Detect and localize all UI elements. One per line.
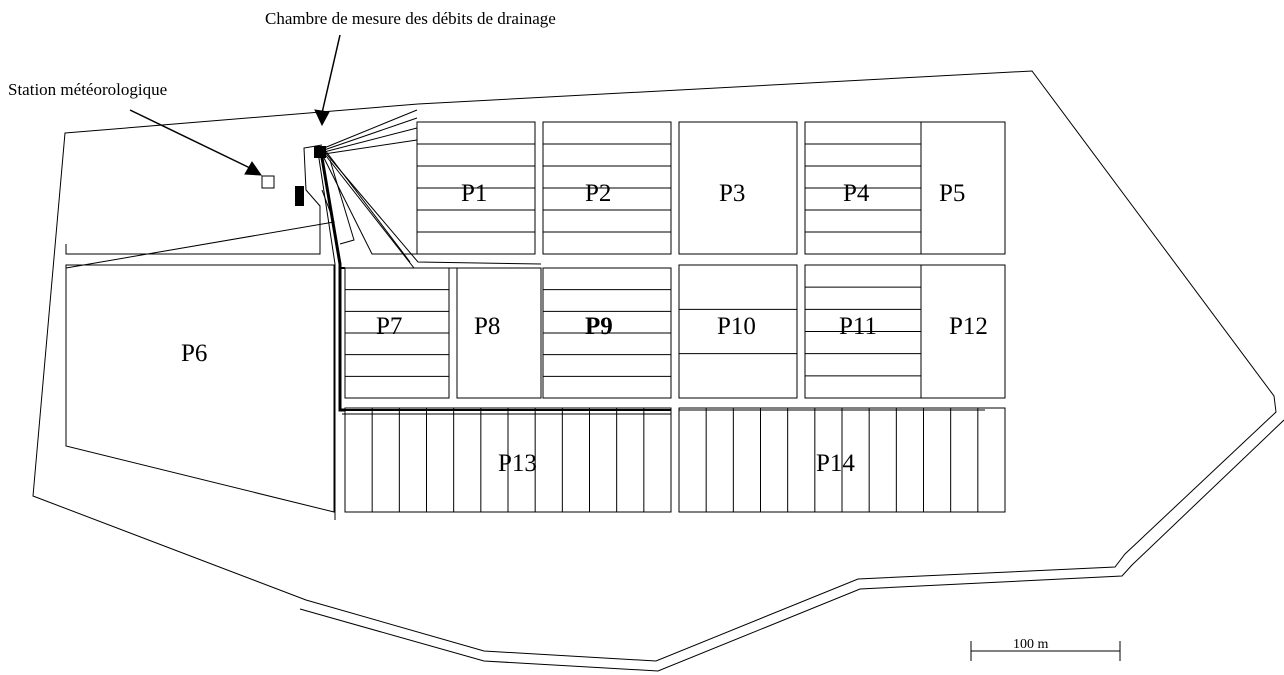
- plot-label-p5: P5: [939, 180, 965, 207]
- site-boundary: [32, 70, 1277, 662]
- collector-main-vertical: [319, 151, 345, 412]
- drainage-chamber-marker[interactable]: [314, 146, 326, 158]
- annotation-drainage-chamber: Chambre de mesure des débits de drainage: [265, 9, 556, 28]
- plot-label-p3: P3: [719, 180, 745, 207]
- drain-lines: [345, 143, 979, 512]
- building-marker: [295, 186, 304, 206]
- weather-station-marker[interactable]: [261, 175, 275, 189]
- plot-grid-bottom: [344, 407, 1006, 513]
- collector-pipes: [317, 109, 985, 520]
- arrow-drainage-chamber: [321, 34, 341, 114]
- collector-diagonal-2: [322, 151, 541, 269]
- annotation-arrows: [129, 34, 341, 176]
- plot-label-p2: P2: [585, 180, 611, 207]
- plot-p6[interactable]: [65, 264, 335, 513]
- plot-label-p9: P9: [585, 313, 613, 340]
- plot-label-p4: P4: [843, 180, 870, 207]
- access-road-2: [65, 189, 335, 269]
- plot-label-p11: P11: [839, 313, 877, 340]
- plot-label-p12: P12: [949, 313, 988, 340]
- collector-to-top-5: [323, 157, 417, 255]
- plot-label-p13: P13: [498, 450, 537, 477]
- collector-to-top-1: [323, 109, 418, 149]
- collector-to-top-4: [323, 139, 418, 155]
- plot-label-p10: P10: [717, 313, 756, 340]
- collector-main-vertical-2: [317, 151, 336, 520]
- arrow-weather-station: [129, 109, 251, 169]
- collector-diagonal-3: [324, 149, 411, 263]
- plot-label-p1: P1: [461, 180, 487, 207]
- annotation-weather-station: Station météorologique: [8, 80, 167, 99]
- plot-label-p8: P8: [474, 313, 500, 340]
- site-boundary-inner: [299, 419, 1284, 672]
- plot-label-p14: P14: [816, 450, 855, 477]
- access-road: [65, 144, 323, 255]
- plot-p3[interactable]: [678, 121, 798, 255]
- arrowhead-drainage-chamber: [314, 109, 330, 127]
- scale-bar: [970, 641, 1121, 661]
- plot-label-p7: P7: [376, 313, 402, 340]
- plot-p10[interactable]: [678, 264, 798, 399]
- plot-labels: P1 P2 P3 P4 P5 P6 P7 P8 P9 P10 P11 P12 P…: [181, 180, 988, 477]
- arrowhead-weather-station: [244, 161, 262, 176]
- collector-to-top-2: [323, 117, 418, 151]
- collector-to-top-3: [323, 127, 418, 153]
- scale-bar-label: 100 m: [1013, 637, 1049, 652]
- plot-label-p6: P6: [181, 340, 207, 367]
- collector-diagonal-1: [322, 149, 542, 265]
